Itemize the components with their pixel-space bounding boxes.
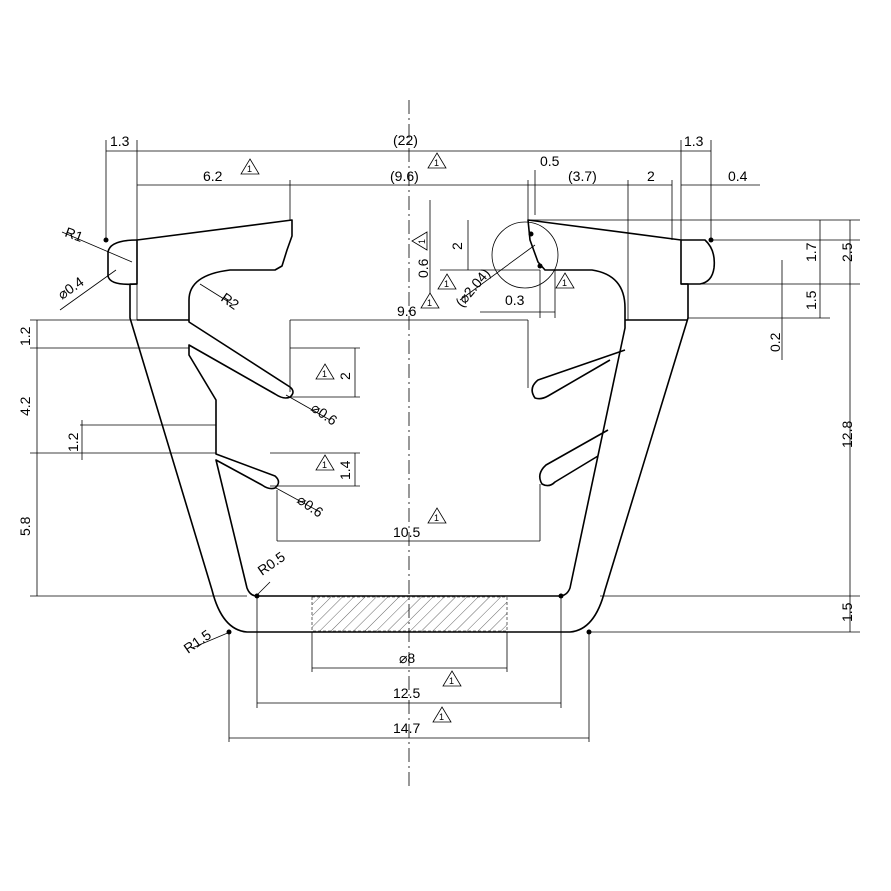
dim-inner-10-5: 10.5 [393, 524, 420, 540]
dim-6-2: 6.2 [203, 168, 223, 184]
dim-0-2: 0.2 [767, 332, 783, 352]
dim-r1: R1 [63, 224, 85, 245]
dim-1-5-right: 1.5 [803, 290, 819, 310]
reference-circle [491, 221, 559, 289]
dimension-lines [30, 140, 860, 742]
right-finger-upper [531, 349, 626, 400]
dim-dia-0-4: ⌀0.4 [55, 273, 87, 302]
svg-text:1: 1 [322, 369, 327, 379]
svg-text:1: 1 [439, 712, 444, 722]
dim-12-8: 12.8 [839, 421, 855, 448]
svg-text:1: 1 [444, 279, 449, 289]
svg-text:1: 1 [434, 158, 439, 168]
dim-0-6: 0.6 [415, 258, 431, 278]
dim-9-6-ref: (9.6) [390, 168, 419, 184]
dim-1-2-top: 1.2 [17, 326, 33, 346]
dim-dia-8: ⌀8 [399, 650, 415, 666]
dim-2-5: 2.5 [839, 242, 855, 262]
right-finger-lower [538, 429, 609, 487]
dim-dia-2-04: (⌀2.04) [452, 265, 493, 310]
dim-0-3: 0.3 [505, 292, 525, 308]
dim-1-7: 1.7 [803, 242, 819, 262]
dim-3-7-ref: (3.7) [568, 168, 597, 184]
left-lip [107, 239, 138, 286]
dim-12-5: 12.5 [393, 685, 420, 701]
dim-14-7: 14.7 [393, 720, 420, 736]
dim-inner-9-6: 9.6 [397, 303, 417, 319]
dim-5-8: 5.8 [17, 516, 33, 536]
revision-marks: 1 1 1 1 1 1 1 1 1 1 1 [240, 152, 575, 723]
dim-overall-22: (22) [393, 132, 418, 148]
svg-text:1: 1 [427, 298, 432, 308]
svg-text:1: 1 [562, 278, 567, 288]
dim-r1-5: R1.5 [181, 626, 215, 656]
svg-text:1: 1 [434, 513, 439, 523]
dim-r0-5: R0.5 [255, 548, 289, 578]
right-lip [681, 239, 716, 285]
dim-dia-0-6-lower: ⌀0.6 [294, 491, 326, 520]
dim-1-4: 1.4 [337, 460, 353, 480]
dimension-labels: 1.3 (22) 1.3 6.2 (9.6) 0.5 (3.7) 2 0.4 R… [17, 132, 855, 736]
dim-1-5-bottom: 1.5 [839, 602, 855, 622]
svg-text:1: 1 [322, 460, 327, 470]
svg-text:1: 1 [417, 239, 427, 244]
dim-0-4: 0.4 [728, 168, 748, 184]
dim-2-small: 2 [449, 242, 465, 250]
dim-4-2: 4.2 [17, 396, 33, 416]
dim-2-top: 2 [647, 168, 655, 184]
hatched-region [311, 596, 508, 632]
dim-2-mid: 2 [337, 372, 353, 380]
dim-0-5: 0.5 [540, 153, 560, 169]
dim-dia-0-6-upper: ⌀0.6 [308, 399, 340, 428]
svg-text:1: 1 [247, 164, 252, 174]
dim-r2: R2 [218, 289, 242, 312]
dim-top-left-1-3: 1.3 [110, 133, 130, 149]
dim-top-right-1-3: 1.3 [684, 133, 704, 149]
dim-1-2-mid: 1.2 [65, 432, 81, 452]
svg-text:1: 1 [449, 676, 454, 686]
